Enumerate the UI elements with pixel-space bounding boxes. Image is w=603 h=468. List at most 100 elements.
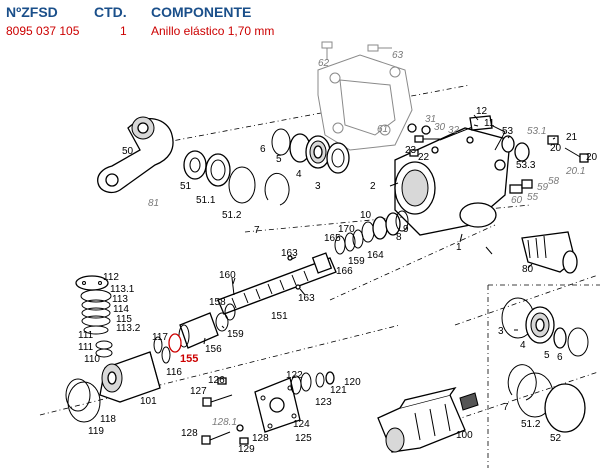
callout-101: 101	[140, 396, 157, 407]
callout-10: 10	[360, 210, 372, 221]
bolt-63	[367, 44, 392, 52]
callout-117: 117	[152, 332, 168, 343]
callout-30: 30	[434, 122, 446, 133]
circlip-7-upper	[264, 172, 290, 206]
callout-123: 123	[315, 397, 332, 408]
callout-110: 110	[84, 354, 100, 365]
pitman-arm-50	[97, 116, 174, 194]
callout-124: 124	[293, 419, 310, 430]
ball-guide-160	[231, 277, 235, 296]
bolt-127	[202, 394, 233, 407]
callout-118: 118	[100, 414, 116, 425]
part-number-column-header: NºZFSD	[6, 4, 58, 20]
callout-3-upper: 3	[315, 181, 321, 192]
callout-51-2-lower: 51.2	[521, 419, 541, 430]
callout-115: 115	[116, 314, 132, 325]
callout-125: 125	[295, 433, 312, 444]
callout-159-lower: 159	[227, 329, 244, 340]
o-ring-117	[153, 336, 163, 354]
fitting-60	[509, 179, 533, 194]
callout-4-lower: 4	[520, 340, 526, 351]
callout-164: 164	[367, 250, 384, 261]
callout-63: 63	[392, 50, 404, 61]
callout-4-upper: 4	[296, 169, 302, 180]
ring-51-1	[205, 153, 231, 187]
callout-6-upper: 6	[260, 144, 266, 155]
screw-126	[217, 377, 227, 385]
callout-170: 170	[338, 224, 355, 235]
parts-header: NºZFSD CTD. COMPONENTE 8095 037 105 1 An…	[0, 0, 603, 44]
callout-51: 51	[180, 181, 192, 192]
bearing-4-lower	[525, 306, 555, 344]
callout-114: 114	[113, 304, 129, 315]
callout-120: 120	[344, 377, 361, 388]
callout-5-lower: 5	[544, 350, 550, 361]
callout-163-b: 163	[298, 293, 315, 304]
callout-labels: 62 63 61 12 11 31 30 32 23 22 53 53.1 21…	[78, 50, 598, 455]
ring-51-2	[228, 166, 256, 204]
callout-119: 119	[88, 426, 104, 437]
callout-7-lower: 7	[503, 402, 509, 413]
callout-155-highlighted[interactable]: 155	[180, 353, 198, 365]
callout-20-b: 20	[586, 152, 598, 163]
callout-20-a: 20	[550, 143, 562, 154]
callout-53-3: 53.3	[516, 160, 536, 171]
gaskets-113-115	[80, 289, 112, 335]
callout-51-1: 51.1	[196, 195, 216, 206]
callout-111-b: 111	[78, 342, 94, 353]
callout-8: 8	[396, 232, 402, 243]
callout-59: 59	[537, 182, 549, 193]
callout-128-a: 128	[181, 428, 198, 439]
callout-156: 156	[205, 344, 222, 355]
plug-21	[547, 135, 559, 145]
callout-7-upper: 7	[254, 225, 260, 236]
seals-110-111	[95, 340, 113, 358]
quantity-value: 1	[120, 24, 127, 38]
callout-81: 81	[148, 198, 159, 209]
callout-53: 53	[502, 126, 514, 137]
circlip-7-lower	[507, 364, 537, 401]
worm-shaft-151	[217, 252, 337, 315]
callout-127: 127	[190, 386, 207, 397]
callout-53-1: 53.1	[527, 126, 546, 137]
ring-52	[544, 383, 586, 433]
washer-53-3	[514, 142, 530, 162]
callout-113-1: 113.1	[110, 284, 135, 295]
callout-6-lower: 6	[557, 352, 563, 363]
callout-158: 158	[209, 297, 226, 308]
bearing-4-upper	[305, 135, 331, 169]
callout-11: 11	[484, 118, 495, 129]
callout-111-a: 111	[78, 330, 94, 341]
washer-128-1	[236, 424, 244, 432]
ring-119	[67, 381, 101, 423]
o-ring-159-lower	[215, 312, 229, 332]
part-number-value: 8095 037 105	[6, 24, 80, 38]
callout-20-1: 20.1	[565, 166, 585, 177]
callout-5-upper: 5	[276, 154, 282, 165]
steering-housing-1	[394, 121, 511, 236]
callout-51-2: 51.2	[222, 210, 242, 221]
callout-165: 165	[324, 233, 341, 244]
callout-50: 50	[122, 146, 134, 157]
callout-3-lower: 3	[498, 326, 504, 337]
screw-20	[564, 147, 589, 163]
seals-120-123	[290, 371, 335, 395]
callout-52: 52	[550, 433, 562, 444]
seal-stack-upper-shaft	[334, 210, 409, 255]
callout-31: 31	[425, 114, 436, 125]
callout-151: 151	[271, 311, 288, 322]
callout-116: 116	[166, 367, 182, 378]
callout-9: 9	[403, 224, 409, 235]
bracket-12-11	[469, 115, 493, 131]
callout-12: 12	[476, 106, 488, 117]
callout-60: 60	[511, 195, 523, 206]
callout-2: 2	[370, 181, 376, 192]
callout-22: 22	[418, 152, 430, 163]
leader-lines	[203, 114, 556, 345]
callout-128-1: 128.1	[212, 417, 237, 428]
screws-163	[287, 255, 301, 290]
callout-126: 126	[208, 375, 225, 386]
callout-112: 112	[103, 272, 119, 283]
component-column-header: COMPONENTE	[151, 4, 252, 20]
ring-3-upper	[326, 142, 350, 174]
